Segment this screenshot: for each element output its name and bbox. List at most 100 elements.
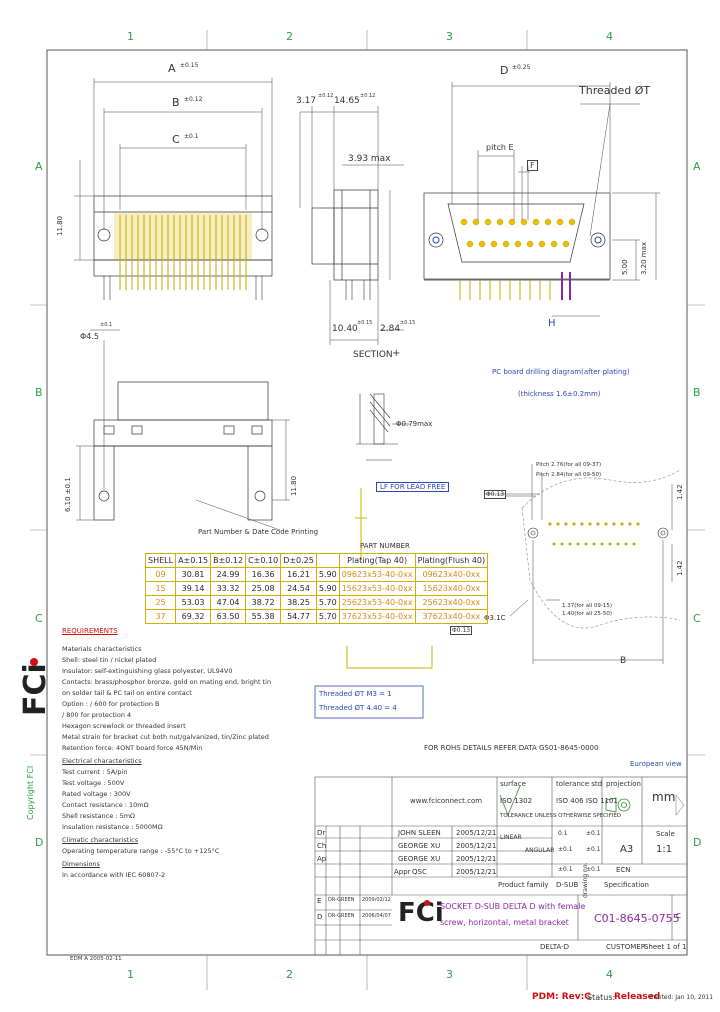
dim-1040-tol: ±0.15	[357, 320, 373, 326]
zone-top-3: 3	[446, 30, 453, 43]
req-line: Option : / 600 for protection B	[62, 700, 160, 708]
approved-label: Ap	[317, 855, 327, 863]
dim-c: C	[172, 133, 180, 146]
dim-1040: 10.40	[332, 324, 358, 334]
table-cell: 25623x40-0xx	[414, 595, 489, 610]
table-cell: 5.70	[315, 609, 340, 624]
title-line-1: SOCKET D-SUB DELTA D with female	[440, 902, 586, 911]
table-cell: 47.04	[210, 595, 247, 610]
table-cell: 37623x53-40-0xx	[338, 609, 416, 624]
table-cell: 15623x53-40-0xx	[338, 581, 416, 596]
zone-right-a: A	[693, 160, 701, 173]
title-line-2: screw, horizontal, metal bracket	[440, 918, 569, 927]
table-cell: 54.77	[280, 609, 317, 624]
table-row: 09 30.81 24.99 16.36 16.21 5.90 09623x53…	[144, 567, 489, 582]
zone-bottom-4: 4	[606, 968, 613, 981]
dim-pitch-e: pitch E	[486, 143, 514, 152]
dim-284: 2.84	[380, 324, 401, 334]
zone-left-d: D	[35, 836, 44, 849]
checked-date: 2005/12/21	[456, 842, 497, 850]
appr2-name: QSC	[412, 868, 427, 876]
drawing-no-label: drawing no.	[582, 862, 589, 898]
req-line: Hexagon screwlock or threaded insert	[62, 722, 186, 730]
logo-dot-icon	[30, 658, 38, 666]
phi013-b: Φ0.13	[450, 626, 473, 635]
format-value: A3	[620, 844, 634, 855]
table-cell: 09623x40-0xx	[414, 567, 489, 582]
req-line: Test voltage : 500V	[62, 779, 125, 787]
web-address[interactable]: www.fciconnect.com	[410, 797, 483, 805]
european-view: European view	[630, 760, 682, 768]
projection-label: projection	[606, 780, 641, 788]
req-line: In accordance with IEC 60807-2	[62, 871, 166, 879]
req-line: Test current : 5A/pin	[62, 768, 128, 776]
req-line: Dimensions	[62, 860, 100, 868]
req-line: / 800 for protection 4	[62, 711, 132, 719]
table-cell: 16.36	[245, 567, 282, 582]
dim-phi-tol: ±0.1	[100, 322, 113, 328]
zone-right-b: B	[693, 386, 701, 399]
dim-a: A	[168, 62, 176, 75]
req-line: Rated voltage : 300V	[62, 790, 131, 798]
table-cell: 15	[144, 581, 177, 596]
tol-e: ±0.1	[558, 866, 573, 873]
dim-phi: Φ4.5	[80, 332, 100, 341]
printed-date: Printed: Jan 10, 2011	[650, 994, 714, 1001]
appr2-date: 2005/12/21	[456, 868, 497, 876]
table-cell: 24.54	[280, 581, 317, 596]
pitch-note-3: 1.37(for all 09-15)	[562, 603, 613, 609]
pcb-hole-pattern	[548, 522, 640, 546]
footer-edm: EDM A 2005-02-11	[70, 956, 122, 962]
unit-label: mm	[652, 790, 676, 804]
zone-left-b: B	[35, 386, 43, 399]
dim-142a: 1.42	[676, 484, 684, 500]
requirements-title: REQUIREMENTS	[62, 627, 118, 635]
pitch-note-4: 1.40(for all 25-50)	[562, 611, 613, 617]
rev2-text: DR-GREEN	[328, 913, 355, 919]
status-value: Released	[614, 992, 661, 1002]
table-cell: 25.08	[245, 581, 282, 596]
zone-left-a: A	[35, 160, 43, 173]
pitch-note-1: Pitch 2.76(for all 09-37)	[536, 462, 602, 468]
logo-dot-icon	[424, 900, 430, 906]
dim-610: 6.10 ±0.1	[64, 477, 72, 512]
pin-grid-rear	[460, 218, 576, 248]
tol-d: ±0.1	[586, 846, 601, 853]
zone-bottom-1: 1	[127, 968, 134, 981]
table-cell: 5.70	[315, 595, 340, 610]
dim-1465-tol: ±0.12	[360, 93, 376, 99]
tol-std-value: ISO 406 ISO 1101	[556, 797, 618, 805]
drawn-date: 2005/12/21	[456, 829, 497, 837]
fci-logo-side: FCi	[18, 663, 53, 716]
table-row: 37 69.32 63.50 55.38 54.77 5.70 37623x53…	[144, 609, 489, 624]
product-family-value: D-SUB	[556, 881, 579, 889]
table-header: C±0.10	[245, 553, 282, 568]
table-row: 15 39.14 33.32 25.08 24.54 5.90 15623x53…	[144, 581, 489, 596]
table-cell: 09623x53-40-0xx	[338, 567, 416, 582]
pcb-thickness: (thickness 1.6±0.2mm)	[518, 390, 601, 398]
zone-bottom-3: 3	[446, 968, 453, 981]
rev1-letter: E	[317, 897, 322, 905]
req-line: Shell resistance : 5mΩ	[62, 812, 136, 820]
dim-1465: 14.65	[334, 96, 360, 106]
table-cell: 5.90	[315, 581, 340, 596]
dim-c-tol: ±0.1	[184, 133, 199, 140]
zone-right-d: D	[693, 836, 702, 849]
pitch-note-2: Pitch 2.84(for all 09-50)	[536, 472, 602, 478]
req-line: Climatic characteristics	[62, 836, 139, 844]
ecn-label: ECN	[616, 866, 631, 874]
zone-top-4: 4	[606, 30, 613, 43]
table-cell: 16.21	[280, 567, 317, 582]
zone-right-c: C	[693, 612, 701, 625]
table-cell: 15623x40-0xx	[414, 581, 489, 596]
spec-label: Specification	[604, 881, 649, 889]
product-family-label: Product family	[498, 881, 549, 889]
req-line: Insulator: self-extinguishing glass poly…	[62, 667, 233, 675]
pdm-rev: PDM: Rev:C	[532, 992, 591, 1002]
dim-317: 3.17	[296, 96, 317, 106]
table-row: 25 53.03 47.04 38.72 38.25 5.70 25623x53…	[144, 595, 489, 610]
projection-icon	[605, 797, 631, 813]
req-line: Contact resistance : 10mΩ	[62, 801, 149, 809]
surface-label: surface	[500, 780, 526, 788]
